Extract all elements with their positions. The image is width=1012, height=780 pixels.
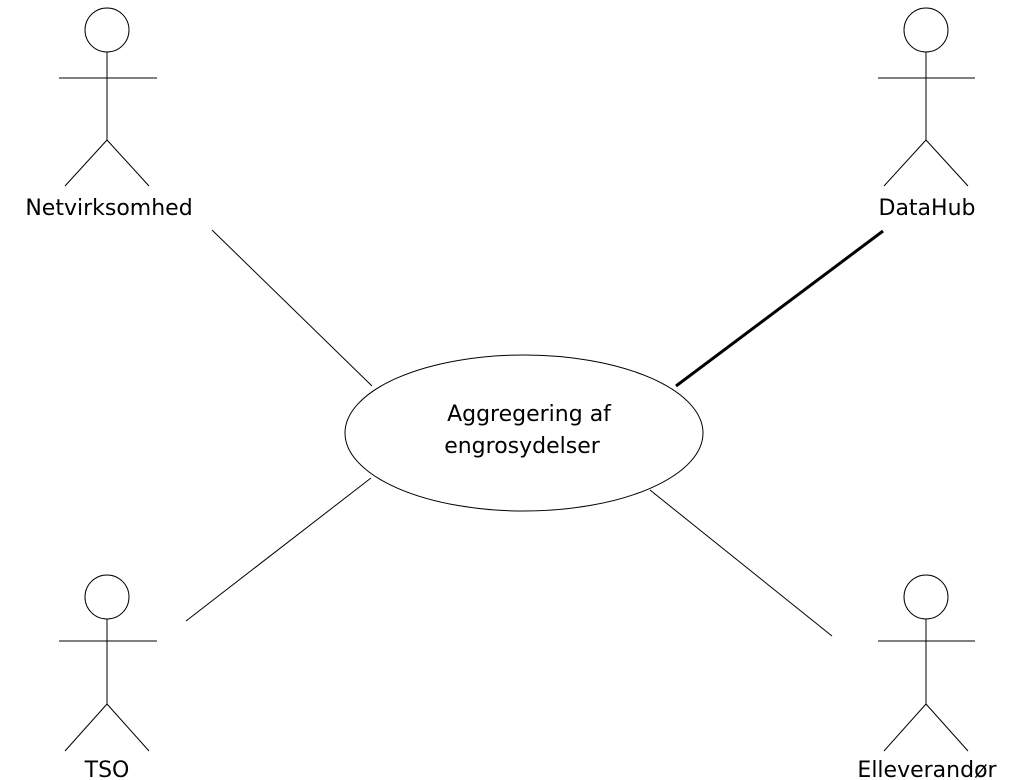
association-netvirksomhed (211, 229, 373, 387)
actor-label-elleverandor: Elleverandør (857, 758, 997, 780)
use-case-ellipse (344, 354, 704, 512)
stick-figure-icon (59, 574, 157, 752)
actor-label-netvirksomhed: Netvirksomhed (25, 196, 192, 221)
association-datahub (675, 229, 884, 388)
association-tso (185, 477, 372, 622)
association-elleverandor (649, 489, 833, 637)
actor-netvirksomhed[interactable]: Netvirksomhed (25, 7, 193, 221)
actor-tso[interactable]: TSO (59, 574, 157, 780)
use-case[interactable]: Aggregering af engrosydelser (344, 354, 704, 512)
stick-figure-icon (878, 7, 975, 187)
use-case-label-line-1: Aggregering af (447, 402, 612, 427)
actor-label-tso: TSO (84, 758, 130, 780)
actor-datahub[interactable]: DataHub (878, 7, 976, 221)
stick-figure-icon (878, 574, 975, 752)
stick-figure-icon (59, 7, 157, 187)
actor-label-datahub: DataHub (879, 196, 976, 221)
actor-elleverandor[interactable]: Elleverandør (857, 574, 998, 780)
use-case-label-line-2: engrosydelser (444, 434, 601, 459)
